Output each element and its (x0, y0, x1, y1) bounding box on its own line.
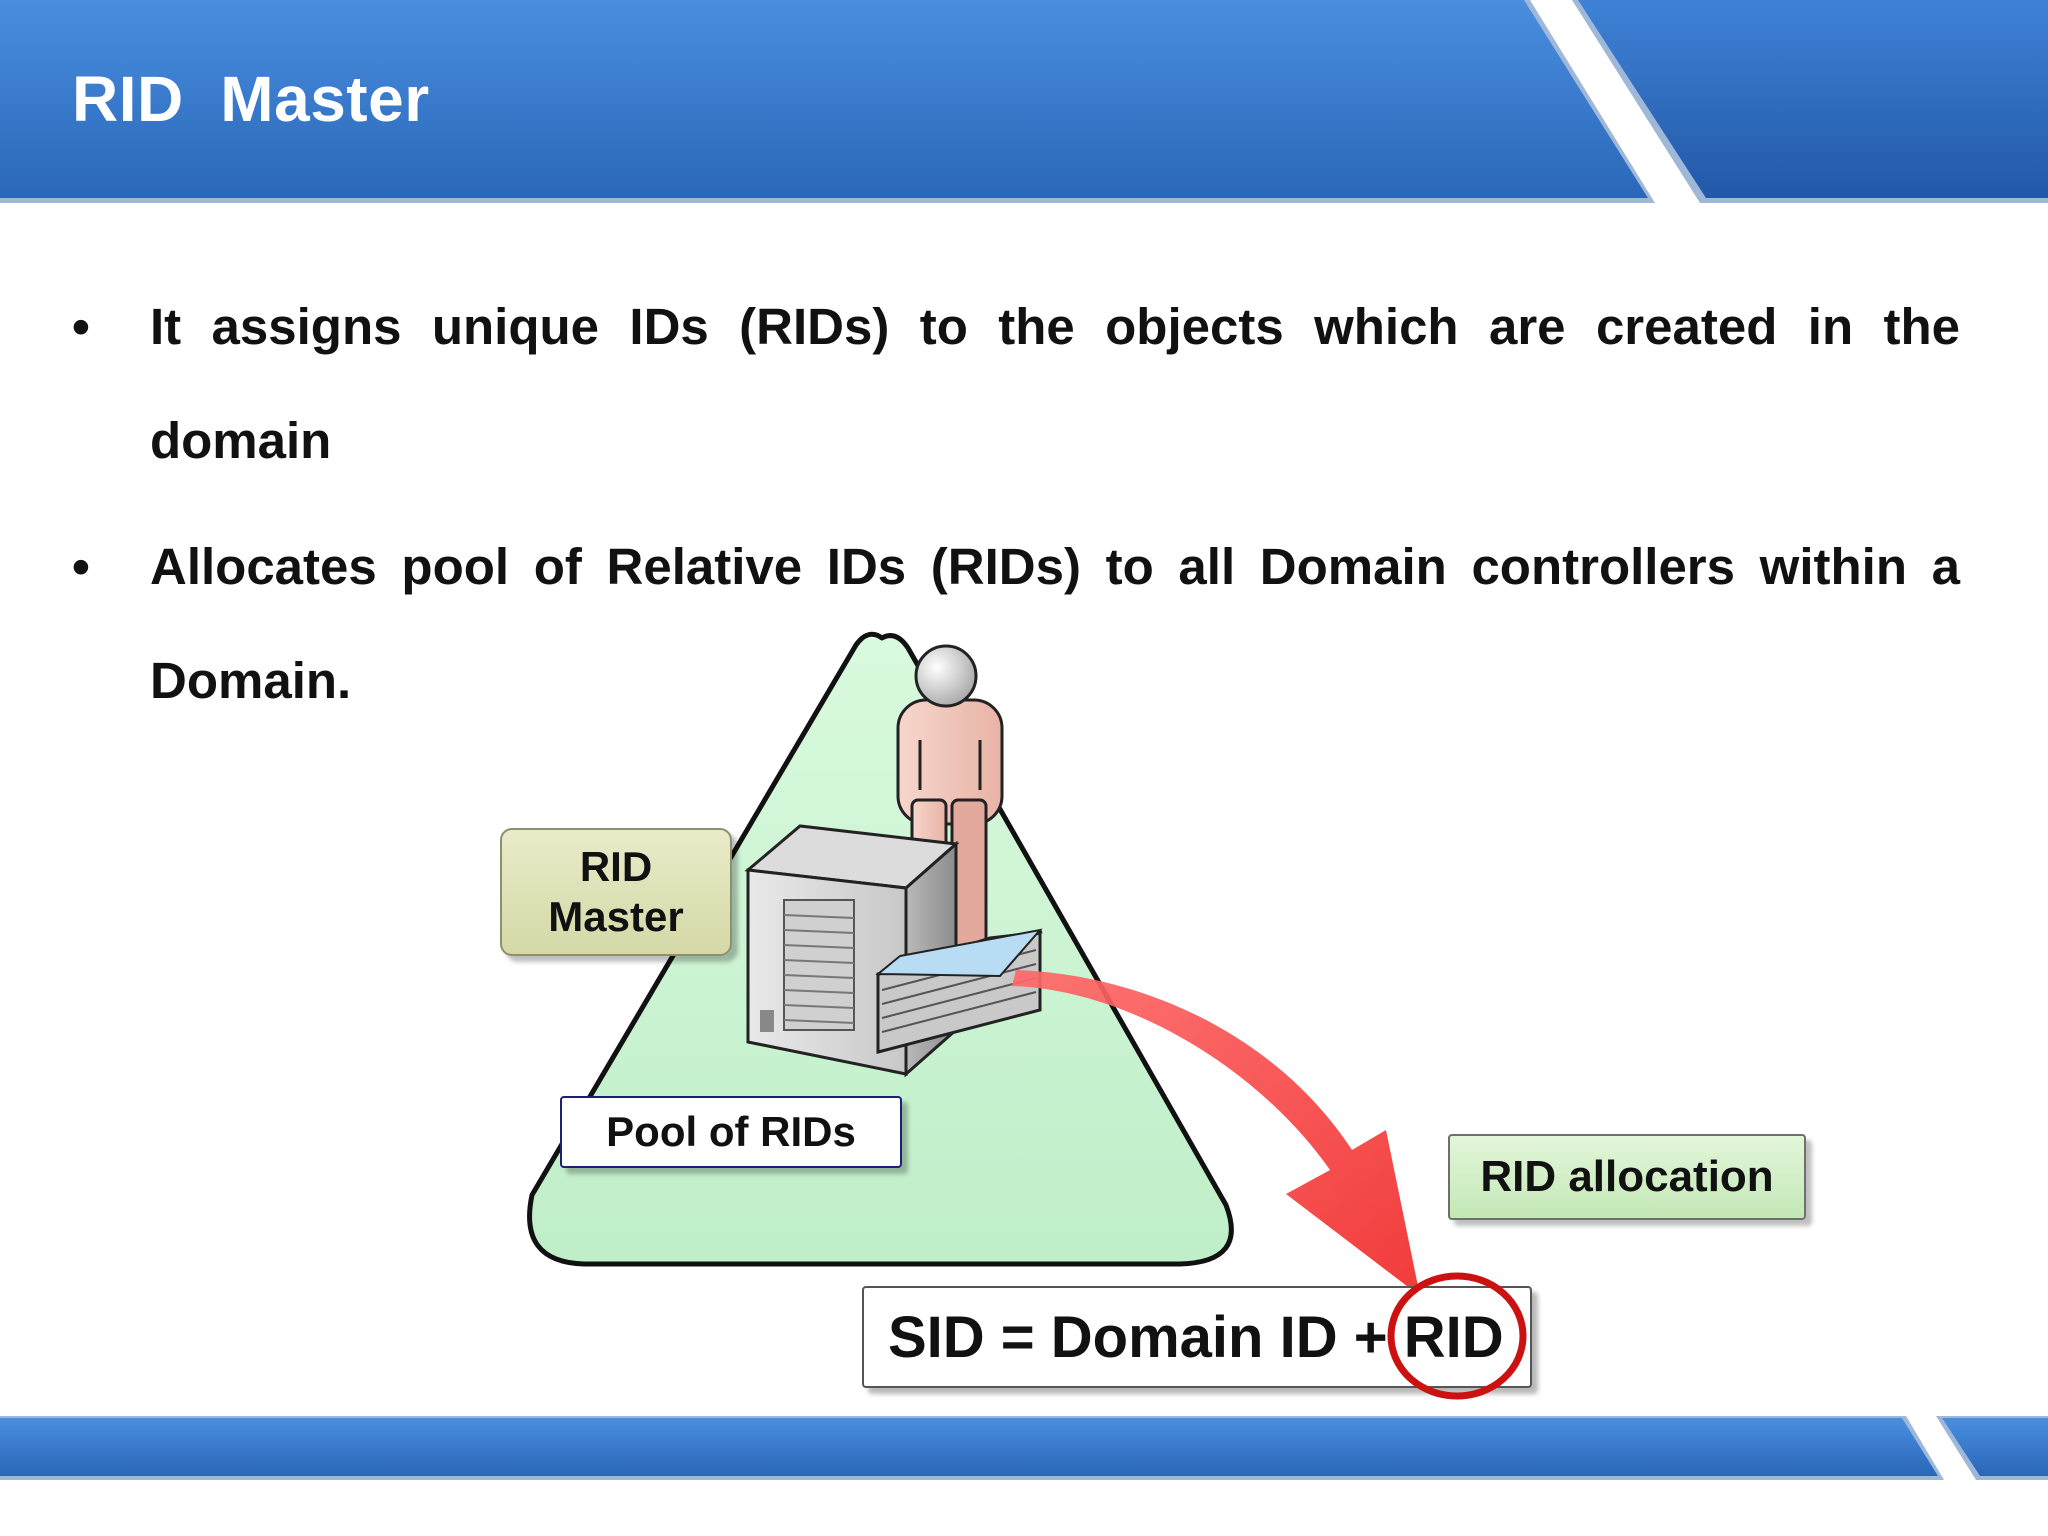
pool-of-rids-label: Pool of RIDs (560, 1096, 902, 1168)
highlight-circle-icon (1387, 1272, 1527, 1400)
rid-allocation-label: RID allocation (1448, 1134, 1806, 1220)
file-stack-icon (875, 928, 1043, 1054)
curved-arrow-icon (1012, 970, 1420, 1296)
header-banner (0, 0, 2048, 203)
sid-formula-box: SID = Domain ID + RID (862, 1286, 1532, 1388)
bullet-list: • It assigns unique IDs (RIDs) to the ob… (72, 270, 1960, 750)
bullet-symbol: • (72, 298, 90, 355)
bullet-symbol: • (72, 538, 90, 595)
sid-formula-rid: RID (1403, 1304, 1504, 1370)
slide-title: RID Master (72, 63, 430, 135)
bullet-item: • It assigns unique IDs (RIDs) to the ob… (72, 270, 1960, 498)
sid-formula-prefix: SID = Domain ID + (888, 1304, 1404, 1370)
rid-master-label: RID Master (500, 828, 732, 956)
bullet-item: • Allocates pool of Relative IDs (RIDs) … (72, 510, 1960, 738)
bullet-text: It assigns unique IDs (RIDs) to the obje… (150, 298, 1960, 469)
footer-banner (0, 1416, 2048, 1480)
bullet-text: Allocates pool of Relative IDs (RIDs) to… (150, 538, 1960, 709)
rid-master-line1: RID (579, 843, 653, 890)
rid-master-line2: Master (548, 893, 684, 940)
